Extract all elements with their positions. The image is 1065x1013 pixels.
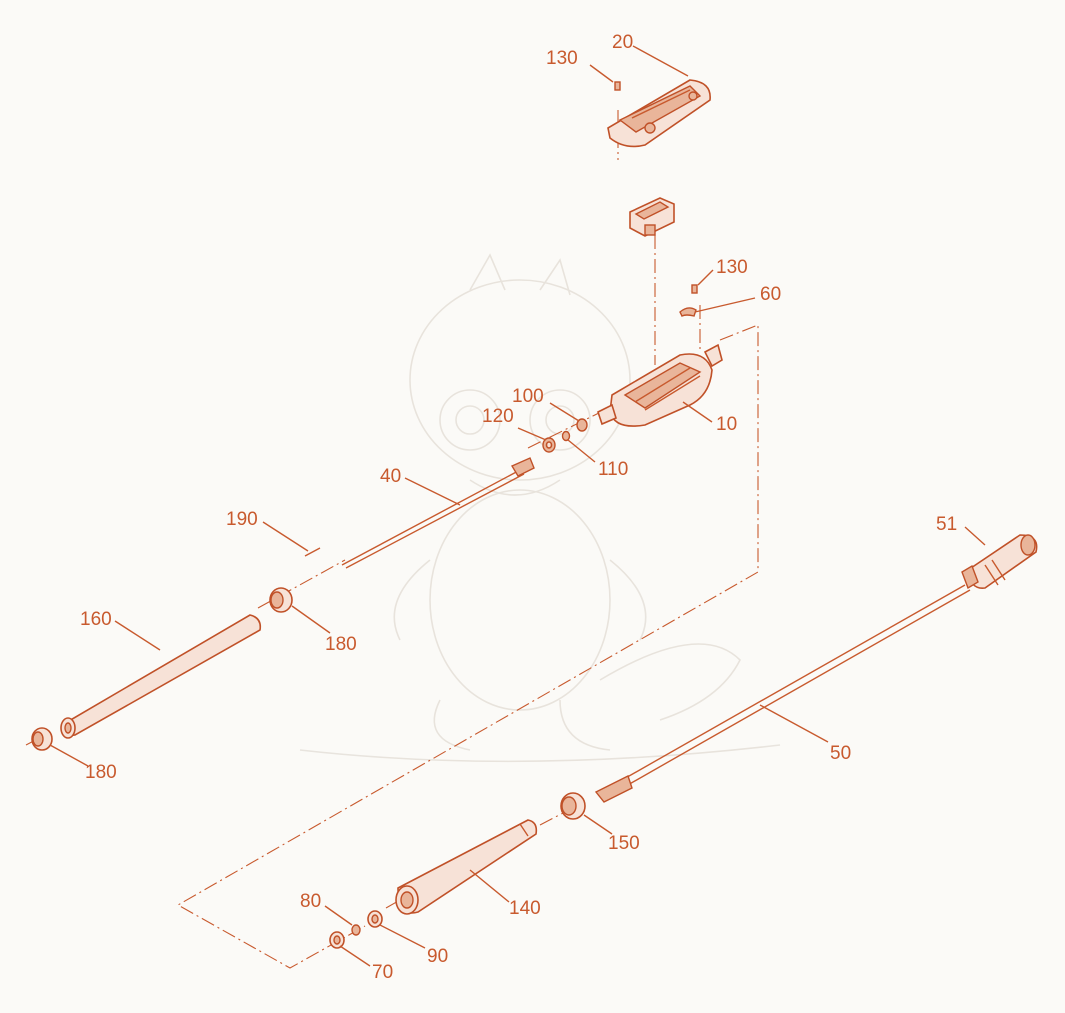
part-80-washer [351, 924, 361, 936]
label-180-left: 180 [85, 762, 117, 783]
part-10-main-housing [597, 343, 723, 427]
part-51-end-connector [961, 534, 1038, 590]
part-number-labels: 20 130 130 60 10 100 120 110 40 190 160 … [80, 32, 957, 983]
part-20-top-cover [607, 79, 711, 148]
switch-block [629, 197, 675, 237]
part-180-sleeve-left [31, 727, 53, 751]
label-130-mid: 130 [716, 257, 748, 278]
label-110: 110 [598, 459, 628, 480]
label-40: 40 [380, 466, 401, 487]
label-51: 51 [936, 514, 957, 535]
part-140-handle-grip [395, 819, 538, 915]
label-50: 50 [830, 743, 851, 764]
part-60-clip [679, 307, 697, 317]
label-160: 160 [80, 609, 112, 630]
label-130-top: 130 [546, 48, 578, 69]
part-130-mid-screw [691, 284, 698, 294]
part-120-ring [542, 437, 556, 453]
label-60: 60 [760, 284, 781, 305]
label-10: 10 [716, 414, 737, 435]
label-190: 190 [226, 509, 258, 530]
leader-lines [49, 45, 986, 967]
part-180-sleeve-mid [269, 587, 293, 613]
label-90: 90 [427, 946, 448, 967]
label-180-mid: 180 [325, 634, 357, 655]
part-90-nut [367, 910, 383, 928]
part-50-cable [594, 584, 971, 803]
part-100-ring [576, 418, 588, 432]
label-140: 140 [509, 898, 541, 919]
label-120: 120 [482, 406, 514, 427]
label-70: 70 [372, 962, 393, 983]
label-150: 150 [608, 833, 640, 854]
label-20: 20 [612, 32, 633, 53]
part-40-wire-assembly [341, 457, 535, 569]
dragon-watermark [299, 253, 781, 763]
part-190-pin [304, 547, 321, 557]
part-130-top-screw [614, 81, 621, 91]
label-100: 100 [512, 386, 544, 407]
part-110-ring [561, 430, 571, 442]
label-80: 80 [300, 891, 321, 912]
part-70-nut [329, 931, 345, 949]
part-150-ring [560, 792, 586, 820]
part-160-tube [60, 614, 262, 739]
